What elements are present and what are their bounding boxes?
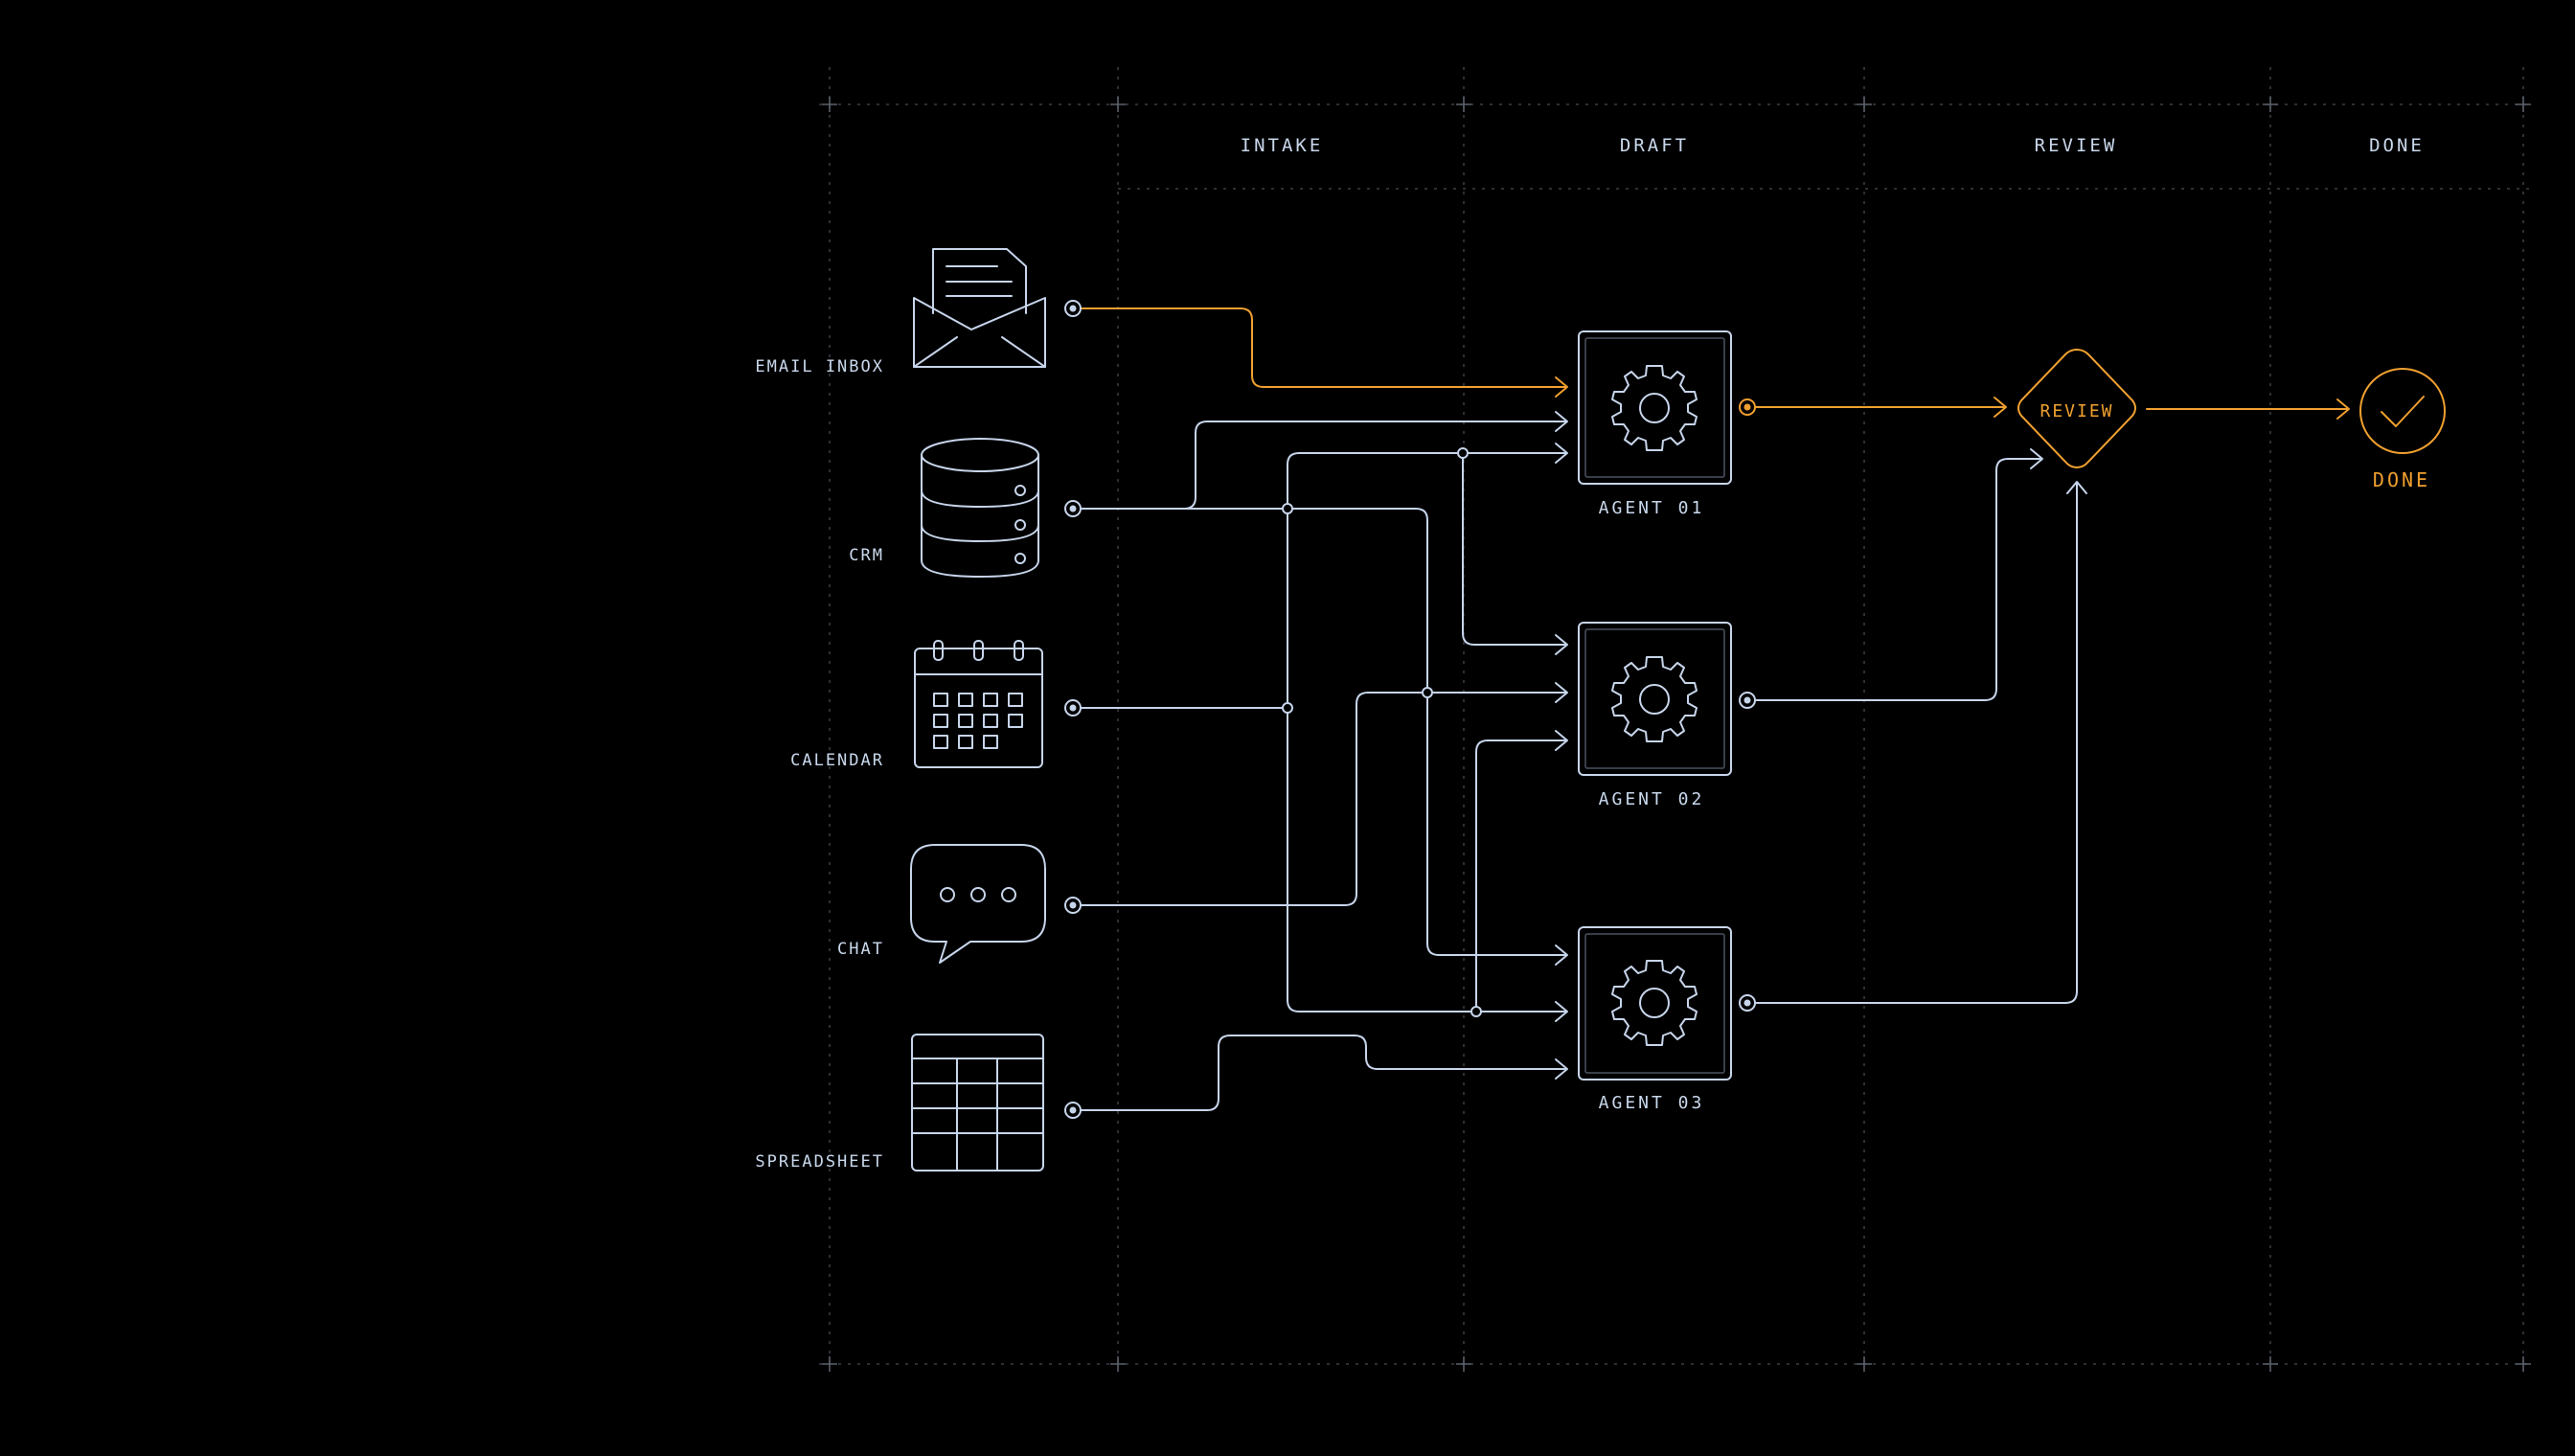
column-header-review: REVIEW	[2035, 135, 2118, 156]
agent-01[interactable]: AGENT 01	[1578, 330, 1756, 518]
source-label-chat: CHAT	[837, 940, 884, 959]
source-port-chat	[1064, 897, 1082, 914]
check-circle-icon	[2359, 368, 2446, 454]
connection-agent02-review	[1744, 458, 2041, 701]
source-label-calendar: CALENDAR	[790, 751, 884, 770]
email-inbox-icon	[913, 248, 1046, 368]
connection-chat-agent02	[1072, 692, 1566, 906]
column-headers: INTAKE DRAFT REVIEW DONE	[1241, 135, 2425, 156]
source-port-crm	[1064, 500, 1082, 517]
agent-port-01	[1739, 398, 1756, 416]
database-icon	[921, 438, 1039, 578]
done-node: DONE	[2359, 368, 2446, 491]
connection-email-agent01	[1072, 307, 1566, 388]
sources: EMAIL INBOX CRM	[755, 248, 1082, 1172]
source-port-spreadsheet	[1064, 1102, 1082, 1119]
column-header-done: DONE	[2369, 135, 2425, 156]
agent-label-03: AGENT 03	[1599, 1093, 1705, 1113]
arrowheads	[1555, 376, 2350, 1080]
column-header-draft: DRAFT	[1620, 135, 1689, 156]
source-chat: CHAT	[837, 844, 1082, 964]
source-spreadsheet: SPREADSHEET	[755, 1034, 1082, 1172]
agent-port-03	[1739, 994, 1756, 1012]
done-label: DONE	[2373, 468, 2430, 491]
review-node[interactable]: REVIEW	[2017, 348, 2136, 469]
connection-calendar-agent03	[1287, 999, 1566, 1012]
agent-label-02: AGENT 02	[1599, 789, 1705, 809]
calendar-icon	[914, 640, 1043, 768]
source-calendar: CALENDAR	[790, 640, 1082, 770]
source-label-crm: CRM	[849, 546, 884, 565]
agent-03[interactable]: AGENT 03	[1578, 926, 1756, 1113]
spreadsheet-icon	[911, 1034, 1044, 1172]
source-label-spreadsheet: SPREADSHEET	[755, 1152, 884, 1172]
connection-crm-agent03	[1072, 508, 1566, 956]
grid	[819, 67, 2534, 1372]
connections	[1072, 307, 2350, 1111]
source-email-inbox: EMAIL INBOX	[755, 248, 1082, 376]
connection-crm-agent01	[1072, 421, 1566, 510]
connection-agent01-agent02-feed	[1462, 452, 1566, 646]
connection-spreadsheet-agent02	[1072, 1035, 1566, 1111]
column-header-intake: INTAKE	[1241, 135, 1324, 156]
review-label: REVIEW	[2039, 401, 2113, 421]
source-port-calendar	[1064, 699, 1082, 717]
agent-label-01: AGENT 01	[1599, 498, 1705, 518]
chat-bubble-icon	[910, 844, 1046, 964]
junction-dots	[1282, 447, 1482, 1017]
agent-port-02	[1739, 692, 1756, 709]
grid-crosses	[822, 97, 2531, 1372]
agents: AGENT 01 AGENT 02 AGENT 03	[1578, 330, 1756, 1113]
connection-spreadsheet-agent02-branch	[1475, 739, 1566, 1012]
agent-02[interactable]: AGENT 02	[1578, 622, 1756, 809]
source-crm: CRM	[849, 438, 1082, 578]
source-port-email	[1064, 300, 1082, 317]
connection-agent03-review	[1744, 483, 2078, 1004]
source-label-email-inbox: EMAIL INBOX	[755, 357, 884, 376]
connection-calendar-agent01	[1287, 452, 1566, 1001]
